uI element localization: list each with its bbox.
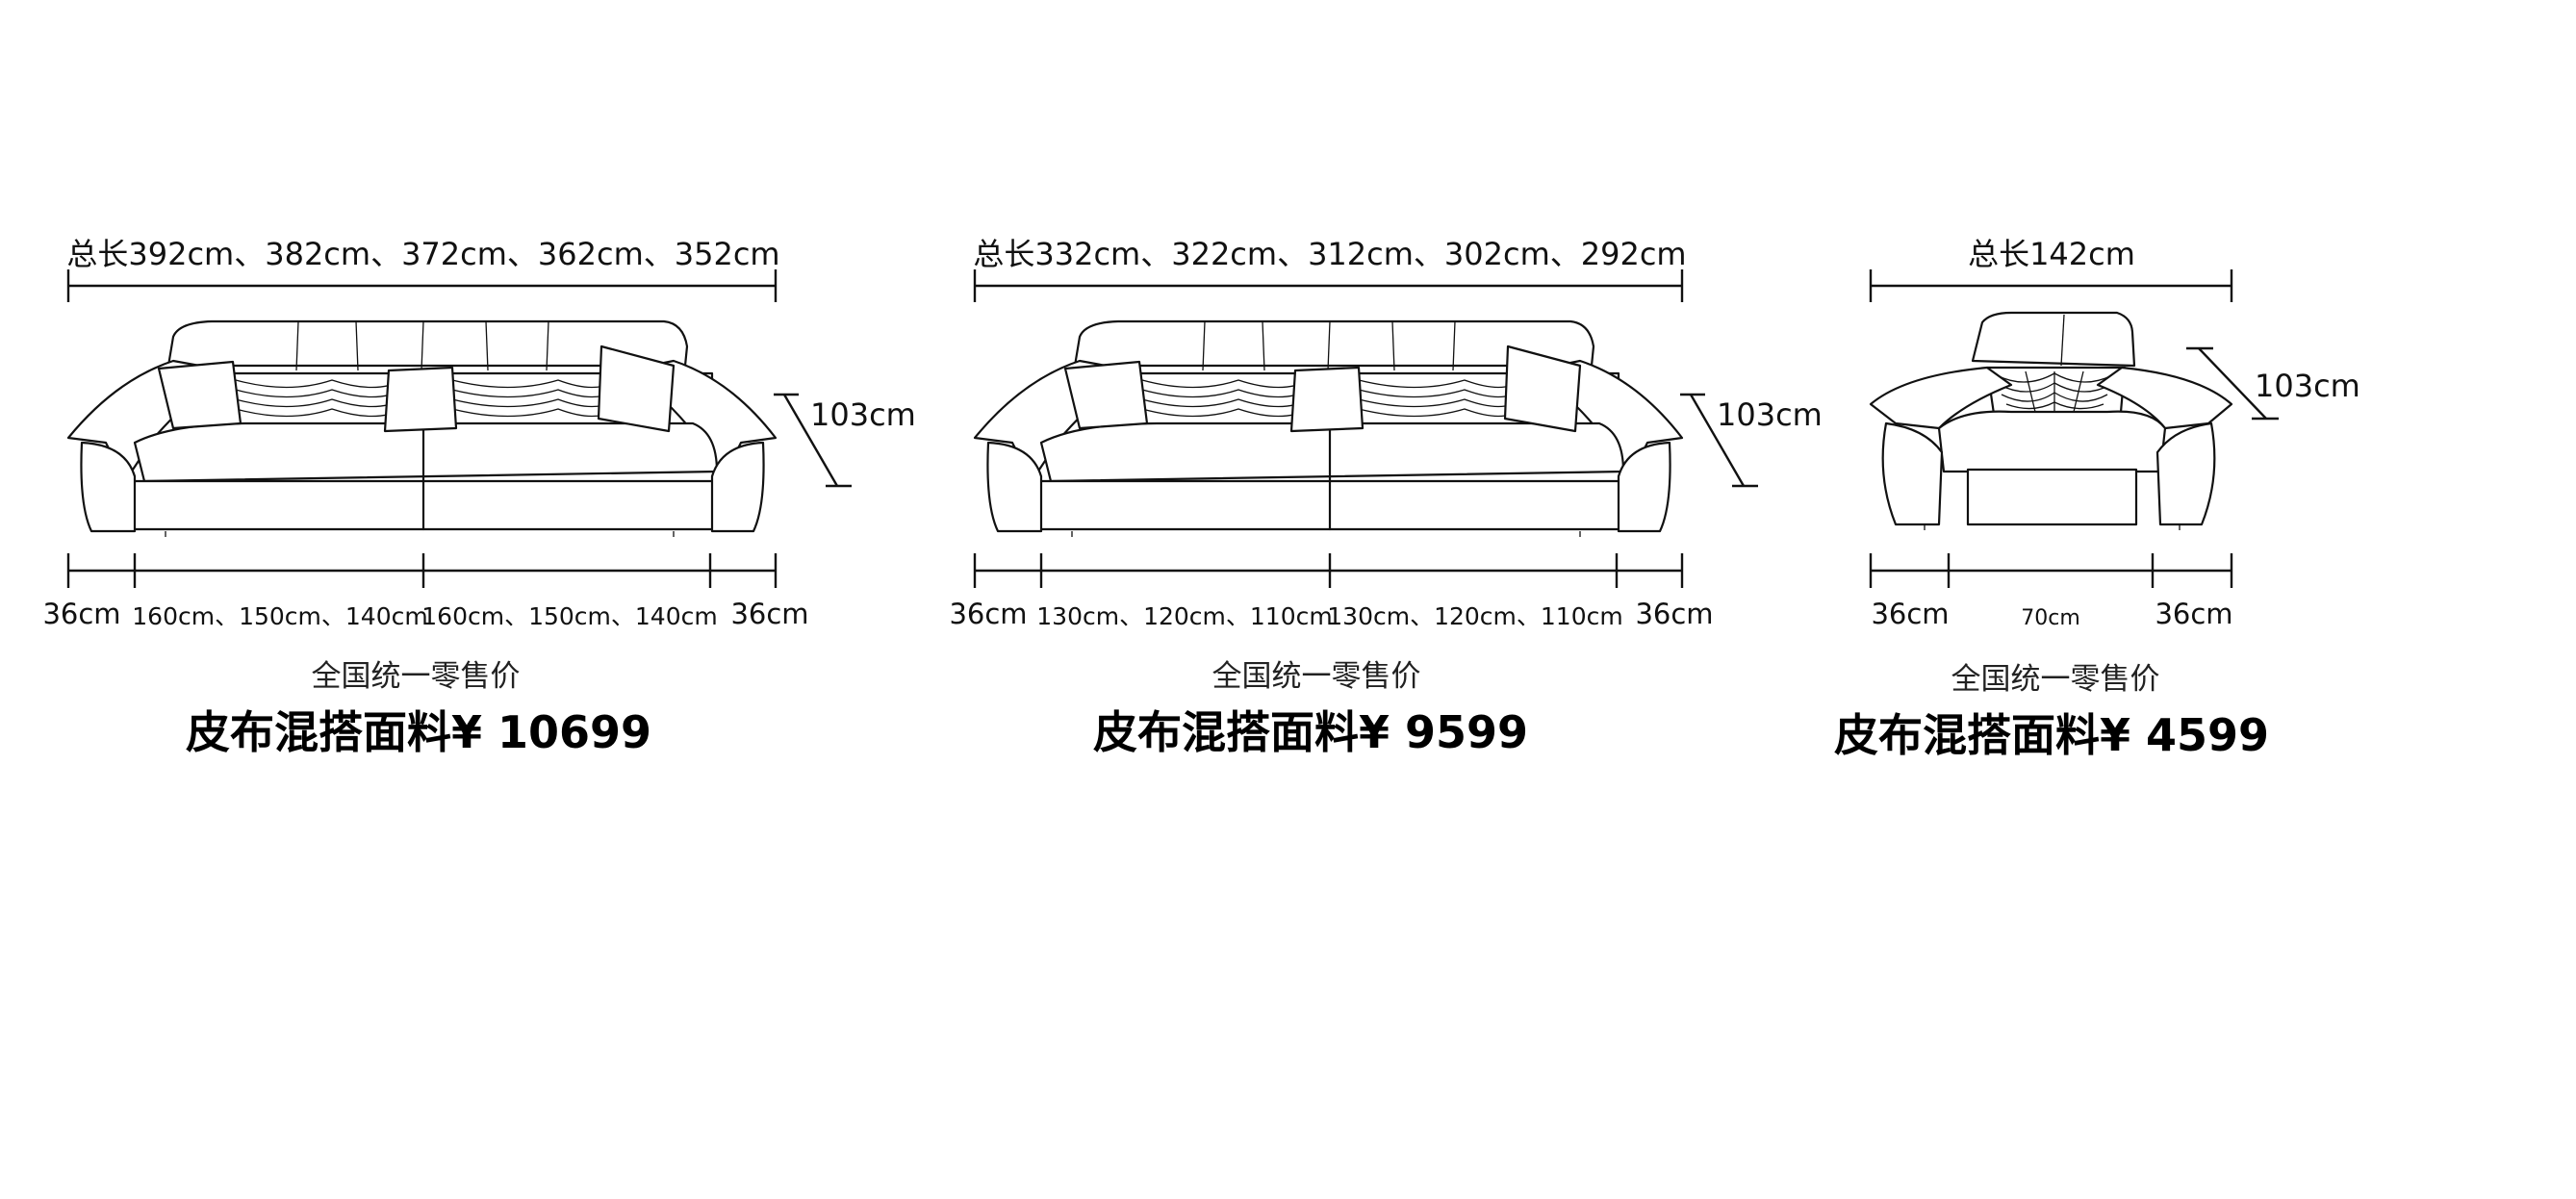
segment-label-arm-right: 36cm [730, 598, 809, 630]
sofa-card-2: 总长332cm、322cm、312cm、302cm、292cm 103cm 36… [905, 0, 1828, 1199]
backrest-fabric-pattern [1996, 370, 2113, 414]
total-length-dimension-line [973, 269, 1684, 302]
height-dimension-line [774, 393, 852, 488]
armchair-diagram [1869, 269, 2279, 588]
total-length-label: 总长392cm、382cm、372cm、362cm、352cm [66, 236, 780, 272]
segment-label-seat: 70cm [2021, 606, 2080, 630]
segment-label-seat-left: 160cm、150cm、140cm [132, 602, 428, 630]
retail-price-label: 全国统一零售价 [311, 659, 521, 694]
price-label: 皮布混搭面料¥ 4599 [1833, 709, 2270, 761]
total-length-dimension-line [66, 269, 778, 302]
total-length-dimension-line [1869, 269, 2233, 302]
segment-label-arm-left: 36cm [1871, 598, 1950, 630]
armchair-line-drawing [1869, 311, 2233, 530]
height-dimension-line [2186, 346, 2279, 421]
price-label: 皮布混搭面料¥ 10699 [185, 706, 652, 758]
retail-price-label: 全国统一零售价 [1211, 659, 1421, 694]
segment-label-arm-left: 36cm [949, 598, 1028, 630]
height-label: 103cm [810, 396, 916, 433]
segment-label-arm-left: 36cm [42, 598, 121, 630]
height-dimension-line [1680, 393, 1758, 488]
total-length-label: 总长142cm [1968, 236, 2135, 272]
price-label: 皮布混搭面料¥ 9599 [1092, 706, 1529, 758]
segment-label-arm-right: 36cm [1635, 598, 1714, 630]
armchair-card: 总长142cm 103cm 36cm 70cm 36cm 全国统一零售价 皮布混… [1819, 0, 2396, 1199]
segment-dimension-line [66, 553, 778, 588]
segment-dimension-line [1869, 553, 2233, 588]
segment-label-seat-left: 130cm、120cm、110cm [1036, 602, 1333, 630]
sofa-diagram-2 [973, 269, 1758, 588]
sofa-line-drawing [973, 319, 1684, 537]
height-label: 103cm [2255, 368, 2360, 404]
total-length-label: 总长332cm、322cm、312cm、302cm、292cm [973, 236, 1687, 272]
segment-label-arm-right: 36cm [2155, 598, 2233, 630]
sofa-card-1: 总长392cm、382cm、372cm、362cm、352cm 103cm 36… [0, 0, 924, 1199]
sofa-diagram-1 [66, 269, 852, 588]
height-label: 103cm [1717, 396, 1823, 433]
segment-label-seat-right: 130cm、120cm、110cm [1327, 602, 1623, 630]
retail-price-label: 全国统一零售价 [1951, 662, 2160, 697]
segment-dimension-line [973, 553, 1684, 588]
segment-label-seat-right: 160cm、150cm、140cm [421, 602, 718, 630]
sofa-line-drawing [66, 319, 778, 537]
